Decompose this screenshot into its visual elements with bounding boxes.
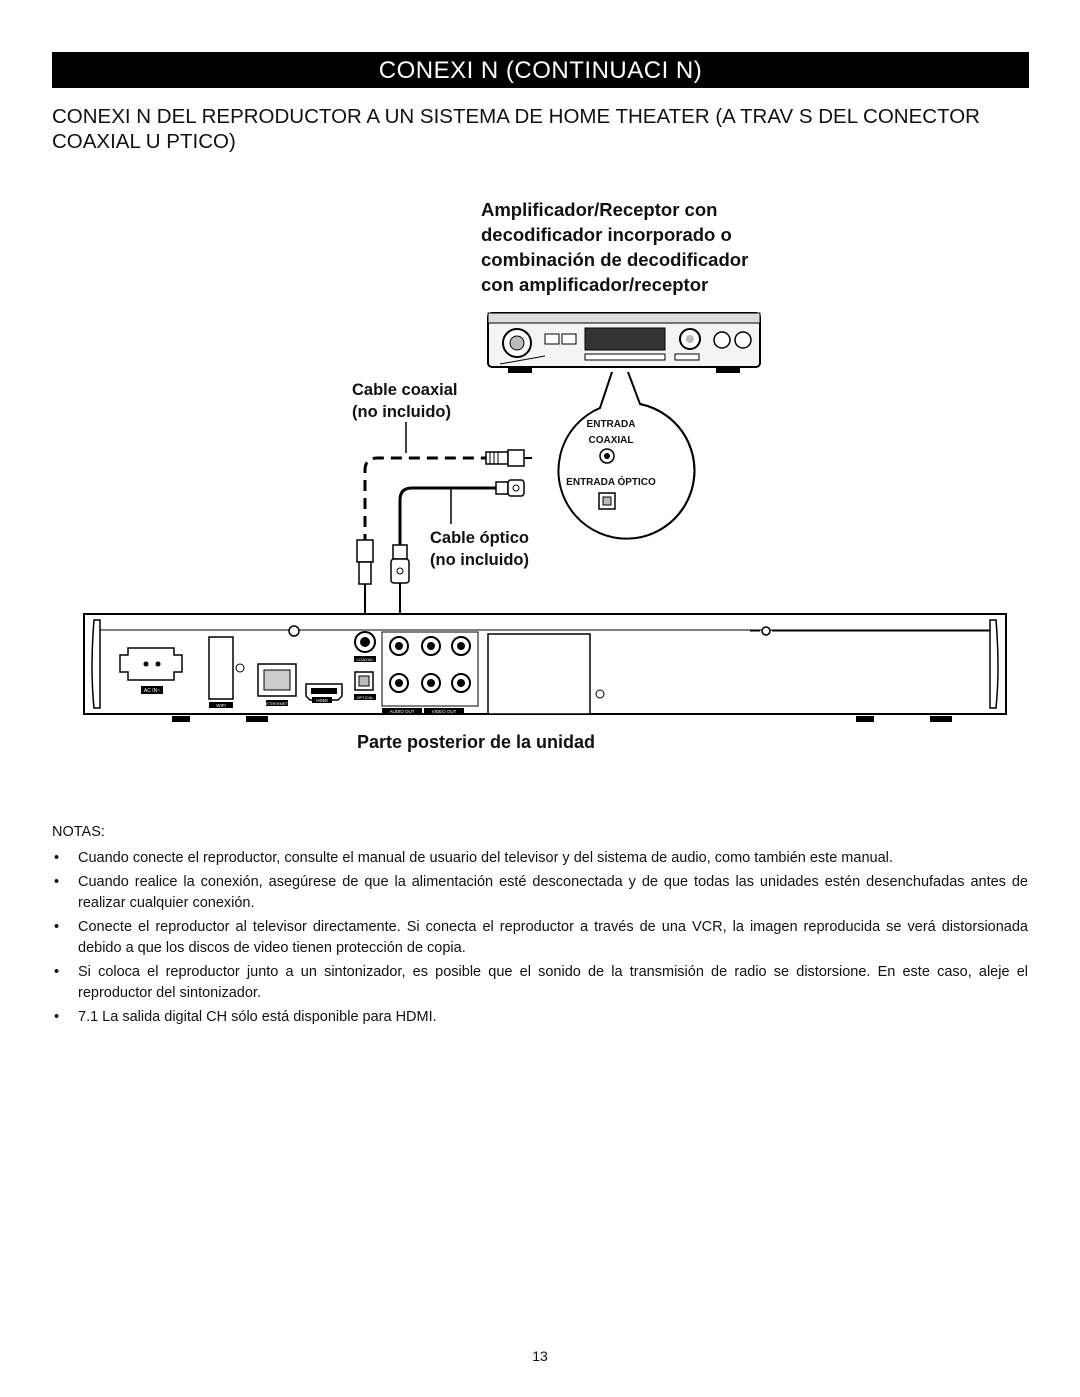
note-text: Cuando realice la conexión, asegúrese de…: [78, 874, 1028, 911]
coaxial-cable-label-1: Cable coaxial: [352, 381, 457, 399]
wifi-module: [208, 636, 234, 700]
callout-entrada-optico: ENTRADA ÓPTICO: [566, 475, 656, 488]
amplifier-label-line-1: Amplificador/Receptor con: [481, 199, 717, 220]
amplifier-label-line-4: con amplificador/receptor: [481, 274, 708, 295]
coaxial-output-label: COAXIAL: [356, 657, 374, 662]
hdmi-label: HDMI: [316, 698, 328, 703]
player-rear-panel: AC IN~ WIFI ETHERNET HDMI COAXIAL OPTICA…: [83, 613, 1007, 722]
note-text: Cuando conecte el reproductor, consulte …: [78, 850, 893, 866]
ac-inlet: [119, 647, 183, 681]
coaxial-plug-top: [485, 449, 532, 467]
ethernet-label: ETHERNET: [266, 701, 288, 706]
optical-plug-top: [495, 479, 525, 497]
rear-panel-label: Parte posterior de la unidad: [357, 732, 595, 752]
note-item: •Si coloca el reproductor junto a un sin…: [54, 964, 1028, 1001]
amplifier-foot: [716, 367, 740, 373]
note-item: •7.1 La salida digital CH sólo está disp…: [54, 1009, 437, 1025]
video-out-label: VIDEO OUT: [432, 709, 457, 714]
amplifier-foot: [508, 367, 532, 373]
section-banner: CONEXI N (CONTINUACI N): [52, 52, 1029, 88]
coaxial-cable-label-2: (no incluido): [352, 403, 451, 421]
ac-in-label: AC IN~: [144, 688, 160, 694]
fan-panel: [487, 633, 591, 715]
optical-cable-label-2: (no incluido): [430, 551, 529, 569]
note-item: •Cuando conecte el reproductor, consulte…: [54, 850, 893, 866]
notes-label: NOTAS:: [52, 824, 105, 840]
note-item: •Conecte el reproductor al televisor dir…: [54, 919, 1028, 956]
amplifier-label: Amplificador/Receptor con decodificador …: [481, 199, 748, 295]
subtitle-line-2: COAXIAL U PTICO): [52, 130, 236, 153]
note-item: •Cuando realice la conexión, asegúrese d…: [54, 874, 1028, 911]
amplifier-receiver-device: [487, 312, 761, 373]
subtitle-line-1: CONEXI N DEL REPRODUCTOR A UN SISTEMA DE…: [52, 105, 980, 128]
section-subtitle: CONEXI N DEL REPRODUCTOR A UN SISTEMA DE…: [52, 104, 1032, 154]
note-text: Conecte el reproductor al televisor dire…: [78, 919, 1028, 956]
optical-cable-label-1: Cable óptico: [430, 529, 529, 547]
optical-plug-bottom: [390, 544, 410, 584]
note-text: Si coloca el reproductor junto a un sint…: [78, 964, 1028, 1001]
notes-list: •Cuando conecte el reproductor, consulte…: [52, 848, 1028, 1031]
optical-output-label: OPTICAL: [356, 695, 374, 700]
note-text: 7.1 La salida digital CH sólo está dispo…: [78, 1009, 437, 1025]
amplifier-label-line-3: combinación de decodificador: [481, 249, 748, 270]
callout-entrada: ENTRADA: [587, 419, 636, 430]
input-callout: ENTRADA COAXIAL ENTRADA ÓPTICO: [545, 371, 696, 544]
amplifier-label-line-2: decodificador incorporado o: [481, 224, 732, 245]
coaxial-plug-bottom: [356, 539, 374, 594]
amplifier-display: [584, 327, 666, 351]
av-output-jacks: [389, 636, 471, 693]
page-number: 13: [532, 1348, 548, 1364]
optical-cable: [398, 486, 496, 545]
wifi-label: WIFI: [216, 703, 226, 708]
coaxial-cable: [363, 456, 486, 545]
callout-coaxial: COAXIAL: [589, 435, 634, 446]
connection-diagram: Amplificador/Receptor con decodificador …: [83, 199, 1007, 752]
audio-out-label: AUDIO OUT: [389, 709, 414, 714]
